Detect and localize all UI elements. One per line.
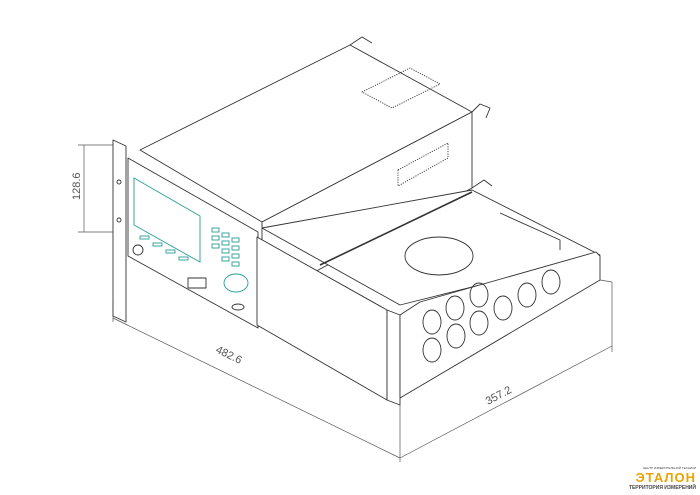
side-panel: [399, 251, 601, 399]
front-panel: [127, 157, 259, 329]
keypad: [211, 227, 240, 267]
navigation-dial: [223, 273, 249, 293]
rack-tray: [256, 189, 601, 406]
usb-port: [187, 277, 207, 289]
logo-top-line: ЦЕНТР ИЗМЕРИТЕЛЬНОЙ ТЕХНИКИ: [642, 466, 696, 470]
logo-tagline: ТЕРРИТОРИЯ ИЗМЕРЕНИЙ: [628, 485, 696, 491]
logo-name: ЭТАЛОН: [635, 470, 696, 485]
dimension-width: 482.6: [214, 344, 244, 367]
dimension-depth: 357.2: [484, 384, 514, 408]
side-panel-holes: [422, 269, 561, 363]
dimension-height: 128.6: [71, 172, 83, 200]
power-button: [132, 244, 144, 256]
vent-grille-side: [397, 142, 449, 187]
display-screen: [133, 177, 201, 263]
tray-cutout: [404, 236, 474, 276]
right-rack-ear: [386, 309, 401, 406]
etalon-logo: ЦЕНТР ИЗМЕРИТЕЛЬНОЙ ТЕХНИКИ ЭТАЛОН ТЕРРИ…: [600, 466, 696, 491]
left-rack-ear: [112, 139, 127, 323]
dimension-lines: [78, 144, 613, 462]
softkeys: [139, 235, 189, 261]
